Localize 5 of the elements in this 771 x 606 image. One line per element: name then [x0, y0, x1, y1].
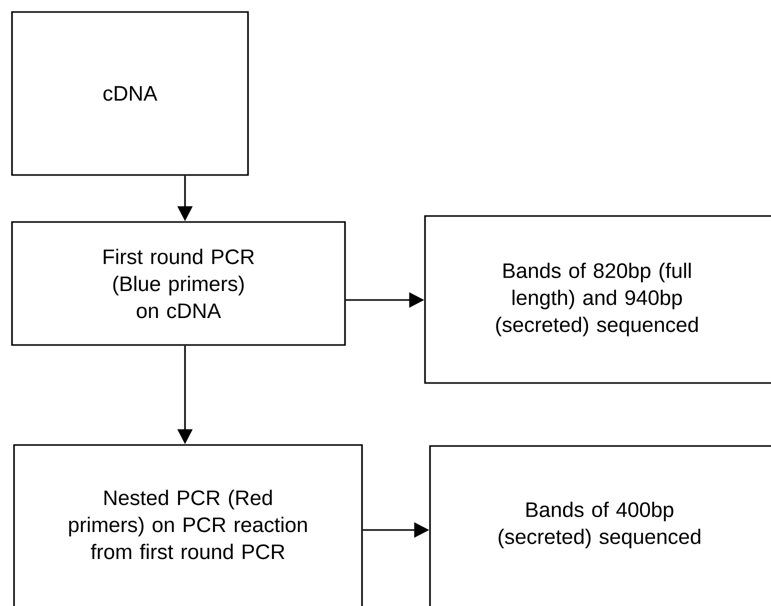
process-box: Nested PCR (Red primers) on PCR reaction from first round PCR	[13, 444, 363, 606]
process-box: Bands of 820bp (full length) and 940bp (secreted) sequenced	[424, 215, 771, 384]
process-box: cDNA	[11, 11, 249, 176]
process-box: Bands of 400bp (secreted) sequenced	[429, 445, 771, 606]
process-box: First round PCR (Blue primers) on cDNA	[11, 221, 346, 346]
